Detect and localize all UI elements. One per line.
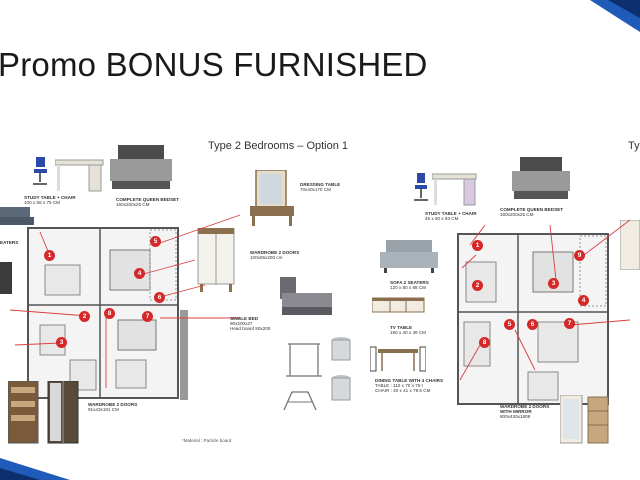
right-sofa-size: 120 x 80 x 88 CM	[390, 285, 427, 291]
left-marker-3: 3	[56, 337, 67, 348]
right-marker-3: 3	[548, 278, 559, 289]
wardrobe-a-title: WARDROBE 2 DOORS	[250, 250, 300, 255]
left-floor-plan	[27, 227, 188, 400]
right-marker-8: 8	[479, 337, 490, 348]
right-tv-table-image	[372, 297, 425, 313]
right-study-table-title: STUDY TABLE + CHAIR	[425, 211, 477, 216]
wardrobe-b-size: 91x43x191 CM	[88, 407, 119, 413]
left-marker-4: 4	[134, 268, 145, 279]
left-queen-bedset-title: COMPLETE QUEEN BEDSET	[116, 197, 180, 202]
dressing-table-title: DRESSING TABLE	[300, 182, 341, 187]
single-bed-title: SINGLE BED	[230, 316, 259, 321]
right-study-table-label: STUDY TABLE + CHAIR 45 x 60 x 93 CM	[425, 211, 477, 221]
left-queen-bedset-size: 160x200x25 CM	[116, 202, 150, 208]
sofa-image-partial	[0, 207, 34, 225]
left-queen-bedset-label: COMPLETE QUEEN BEDSET 160x200x25 CM	[116, 197, 179, 207]
right-marker-5: 5	[504, 319, 515, 330]
office-chair-image	[33, 157, 47, 185]
left-option-title: Type 2 Bedrooms – Option 1	[208, 140, 349, 152]
right-queen-bedset-size: 160x200x25 CM	[500, 212, 534, 218]
wardrobe-a-image	[197, 228, 235, 292]
single-bed-size: 90x200x27	[230, 321, 253, 327]
right-office-chair-image	[414, 173, 428, 201]
wardrobe-b-label: WARDROBE 2 DOORS 91x43x191 CM	[88, 402, 137, 412]
right-dining-chair-size: CHAIR : 40 x 41 x 79.5 CM	[375, 388, 431, 394]
right-marker-4: 4	[578, 295, 589, 306]
right-sofa-title: SOFA 2 SEATERS	[390, 280, 429, 285]
right-study-table-size: 45 x 60 x 93 CM	[425, 216, 459, 222]
right-marker-7: 7	[564, 318, 575, 329]
right-tv-table-size: 180 x 40 x 49 CM	[390, 330, 427, 336]
seaters-label-partial: EATERS	[0, 240, 19, 245]
right-wardrobe-mirror-image	[560, 395, 609, 444]
right-marker-9: 9	[574, 250, 585, 261]
right-dining-table-title: DINING TABLE WITH 4 CHAIRS	[375, 378, 444, 383]
right-tv-table-title: TV TABLE	[390, 325, 413, 330]
right-marker-6: 6	[527, 319, 538, 330]
dustbin-small-image	[331, 375, 351, 401]
corner-decoration-bottom-left	[0, 458, 70, 480]
wardrobe-a-size: 100x55x200 cm	[250, 255, 283, 261]
left-marker-6: 6	[154, 292, 165, 303]
dressing-table-label: DRESSING TABLE 70x40x170 CM	[300, 182, 340, 192]
left-marker-2: 2	[79, 311, 90, 322]
dressing-table-size: 70x40x170 CM	[300, 187, 331, 193]
right-queen-bedset-title: COMPLETE QUEEN BEDSET	[500, 207, 564, 212]
left-marker-1: 1	[44, 250, 55, 261]
right-floor-plan	[457, 233, 609, 405]
clothes-rack-image	[286, 343, 322, 377]
wardrobe-b-title: WARDROBE 2 DOORS	[88, 402, 138, 407]
wardrobe-b-image	[8, 381, 79, 444]
right-dining-set-image	[370, 346, 426, 372]
right-cabinet-image-partial	[620, 220, 640, 270]
corner-decoration-top-right	[590, 0, 640, 32]
right-tv-table-label: TV TABLE 180 x 40 x 49 CM	[390, 325, 426, 335]
right-queen-bedset-label: COMPLETE QUEEN BEDSET 160x200x25 CM	[500, 207, 563, 217]
right-connector-lines	[459, 219, 631, 381]
left-study-table-label: STUDY TABLE + CHAIR 100 x 58 x 75 CM	[24, 195, 76, 205]
right-dining-table-label: DINING TABLE WITH 4 CHAIRS TABLE : 110 x…	[375, 378, 443, 394]
single-bed-headboard: Head board 90x200	[230, 326, 271, 332]
right-wardrobe-mirror-title: WARDROBE 2 DOORS	[500, 404, 550, 409]
single-bed-label: SINGLE BED 90x200x27 Head board 90x200	[230, 316, 270, 332]
right-queen-bed-image	[512, 157, 570, 199]
right-wardrobe-mirror-label: WARDROBE 2 DOORS WITH MIRROR 800x430x180…	[500, 404, 549, 420]
left-marker-7: 7	[142, 311, 153, 322]
right-marker-2: 2	[472, 280, 483, 291]
left-connector-lines	[9, 214, 241, 388]
right-wardrobe-mirror-size: 800x430x1809	[500, 414, 531, 420]
study-table-image	[55, 159, 104, 192]
right-wardrobe-mirror-sub: WITH MIRROR	[500, 409, 532, 415]
wardrobe-a-label: WARDROBE 2 DOORS 100x55x200 cm	[250, 250, 299, 260]
queen-bed-image	[110, 145, 172, 189]
left-marker-5: 5	[150, 236, 161, 247]
right-dining-table-size: TABLE : 110 x 70 x 75 t	[375, 383, 423, 389]
tv-table-image-partial	[0, 262, 12, 294]
slide-title: Promo BONUS FURNISHED	[0, 46, 428, 83]
right-study-table-image	[432, 173, 477, 206]
right-option-title-partial: Typ	[628, 140, 640, 152]
laundry-rack-image	[283, 391, 317, 411]
left-marker-8: 8	[104, 308, 115, 319]
material-note: *Material : Particle board	[182, 438, 232, 443]
right-sofa-image	[380, 240, 438, 273]
dustbin-large-image	[331, 337, 351, 361]
left-study-table-title: STUDY TABLE + CHAIR	[24, 195, 76, 200]
dressing-table-image	[250, 170, 294, 226]
left-study-table-size: 100 x 58 x 75 CM	[24, 200, 61, 206]
right-marker-1: 1	[472, 240, 483, 251]
single-bed-image	[280, 277, 332, 315]
right-sofa-label: SOFA 2 SEATERS 120 x 80 x 88 CM	[390, 280, 429, 290]
